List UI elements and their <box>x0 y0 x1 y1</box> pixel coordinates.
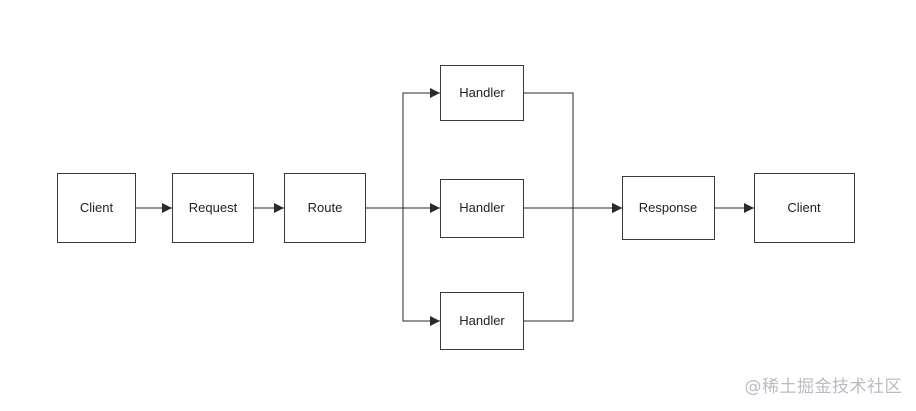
node-label: Request <box>189 200 238 215</box>
node-client-in: Client <box>57 173 136 243</box>
node-label: Client <box>787 200 821 215</box>
edge-handler-bottom-to-response <box>524 203 622 322</box>
edges <box>136 88 754 326</box>
node-label: Handler <box>459 313 505 328</box>
node-handler-middle: Handler <box>440 179 524 238</box>
node-handler-top: Handler <box>440 65 524 121</box>
edge-route-to-handler-bottom <box>366 207 440 326</box>
node-label: Route <box>308 200 343 215</box>
node-response: Response <box>622 176 715 240</box>
node-label: Handler <box>459 200 505 215</box>
edge-route-to-handler-top <box>366 88 440 209</box>
node-label: Response <box>639 200 698 215</box>
watermark-text: @稀土掘金技术社区 <box>744 377 902 397</box>
node-route: Route <box>284 173 366 243</box>
node-handler-bottom: Handler <box>440 292 524 350</box>
edge-handler-top-to-response <box>524 92 622 213</box>
node-label: Client <box>80 200 114 215</box>
node-label: Handler <box>459 85 505 100</box>
node-request: Request <box>172 173 254 243</box>
node-client-out: Client <box>754 173 855 243</box>
